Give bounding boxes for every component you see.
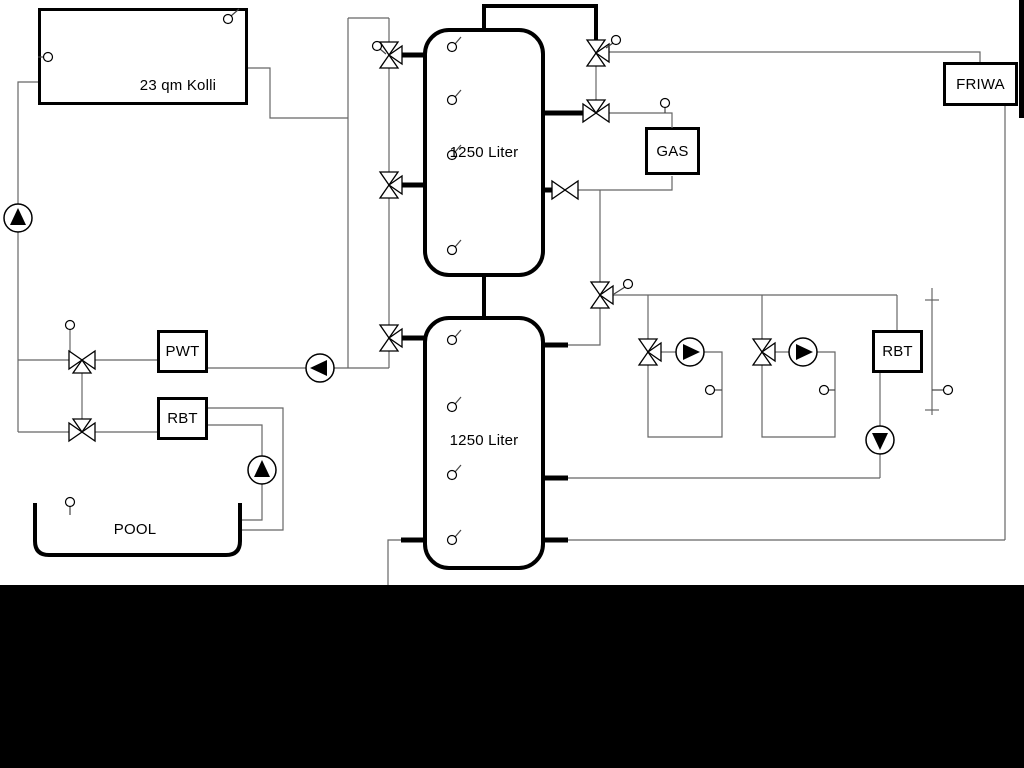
buffer-tank-bottom-label: 1250 Liter: [449, 432, 519, 449]
solar-collector-label: 23 qm Kolli: [139, 77, 217, 94]
bottom-black-band: [0, 585, 1024, 768]
temp-sensor-icon: [659, 97, 671, 113]
pump-heating-2-icon: [788, 337, 818, 367]
pump-rbt-icon: [865, 425, 895, 455]
valve-gas-return: [551, 179, 579, 201]
temp-sensor-icon: [446, 144, 462, 161]
pwt-label: PWT: [165, 343, 200, 360]
rbt-right-box: RBT: [872, 330, 923, 373]
valve-heating-circuit-1: [637, 338, 662, 366]
temp-sensor-icon: [446, 239, 462, 256]
gas-boiler-label: GAS: [656, 142, 689, 160]
rbt-right-label: RBT: [882, 343, 913, 360]
valve-solar-tank1-mid: [378, 171, 403, 199]
buffer-tank-bottom-shape: [423, 316, 545, 570]
temp-sensor-icon: [605, 34, 622, 49]
valve-gas-supply: [582, 99, 610, 124]
temp-sensor-icon: [446, 529, 462, 546]
friwa-box: FRIWA: [943, 62, 1018, 106]
pump-pwt-icon: [305, 353, 335, 383]
pump-heating-1-icon: [675, 337, 705, 367]
temp-sensor-icon: [932, 384, 954, 396]
buffer-tank-top-label: 1250 Liter: [449, 144, 519, 161]
temp-sensor-icon: [446, 89, 462, 106]
friwa-label: FRIWA: [956, 75, 1005, 93]
valve-solar-tank1-top: [378, 41, 403, 69]
valve-pwt-mixer: [68, 349, 96, 374]
valve-dhw-top: [585, 39, 610, 67]
pump-pool-icon: [247, 455, 277, 485]
temp-sensor-icon: [446, 329, 462, 346]
pipe-break-ticks: [925, 288, 939, 415]
valve-solar-tank2: [378, 324, 403, 352]
right-edge-black-strip: [1019, 0, 1024, 118]
temp-sensor-icon: [446, 36, 462, 53]
solar-collector-box: 23 qm Kolli: [38, 8, 248, 105]
temp-sensor-icon: [818, 384, 835, 396]
valve-heating-circuit-2: [751, 338, 776, 366]
rbt-left-label: RBT: [167, 410, 198, 427]
pool-shape: [33, 503, 242, 557]
rbt-left-box: RBT: [157, 397, 208, 440]
gas-boiler-box: GAS: [645, 127, 700, 175]
temp-sensor-icon: [613, 278, 634, 295]
temp-sensor-icon: [704, 384, 722, 396]
pwt-box: PWT: [157, 330, 208, 373]
pool-label: POOL: [113, 521, 157, 538]
temp-sensor-icon: [371, 40, 387, 55]
pump-solar-icon: [3, 203, 33, 233]
buffer-tank-top-shape: [423, 28, 545, 277]
piping-thick: [401, 4, 598, 543]
temp-sensor-icon: [222, 8, 240, 25]
temp-sensor-icon: [446, 464, 462, 481]
valve-pool-mixer: [68, 418, 96, 443]
temp-sensor-icon: [446, 396, 462, 413]
piping-thin: [17, 17, 1006, 585]
temp-sensor-icon: [38, 51, 54, 63]
temp-sensor-icon: [64, 496, 76, 515]
valve-heating-mixer: [589, 281, 614, 309]
temp-sensor-icon: [64, 319, 76, 331]
